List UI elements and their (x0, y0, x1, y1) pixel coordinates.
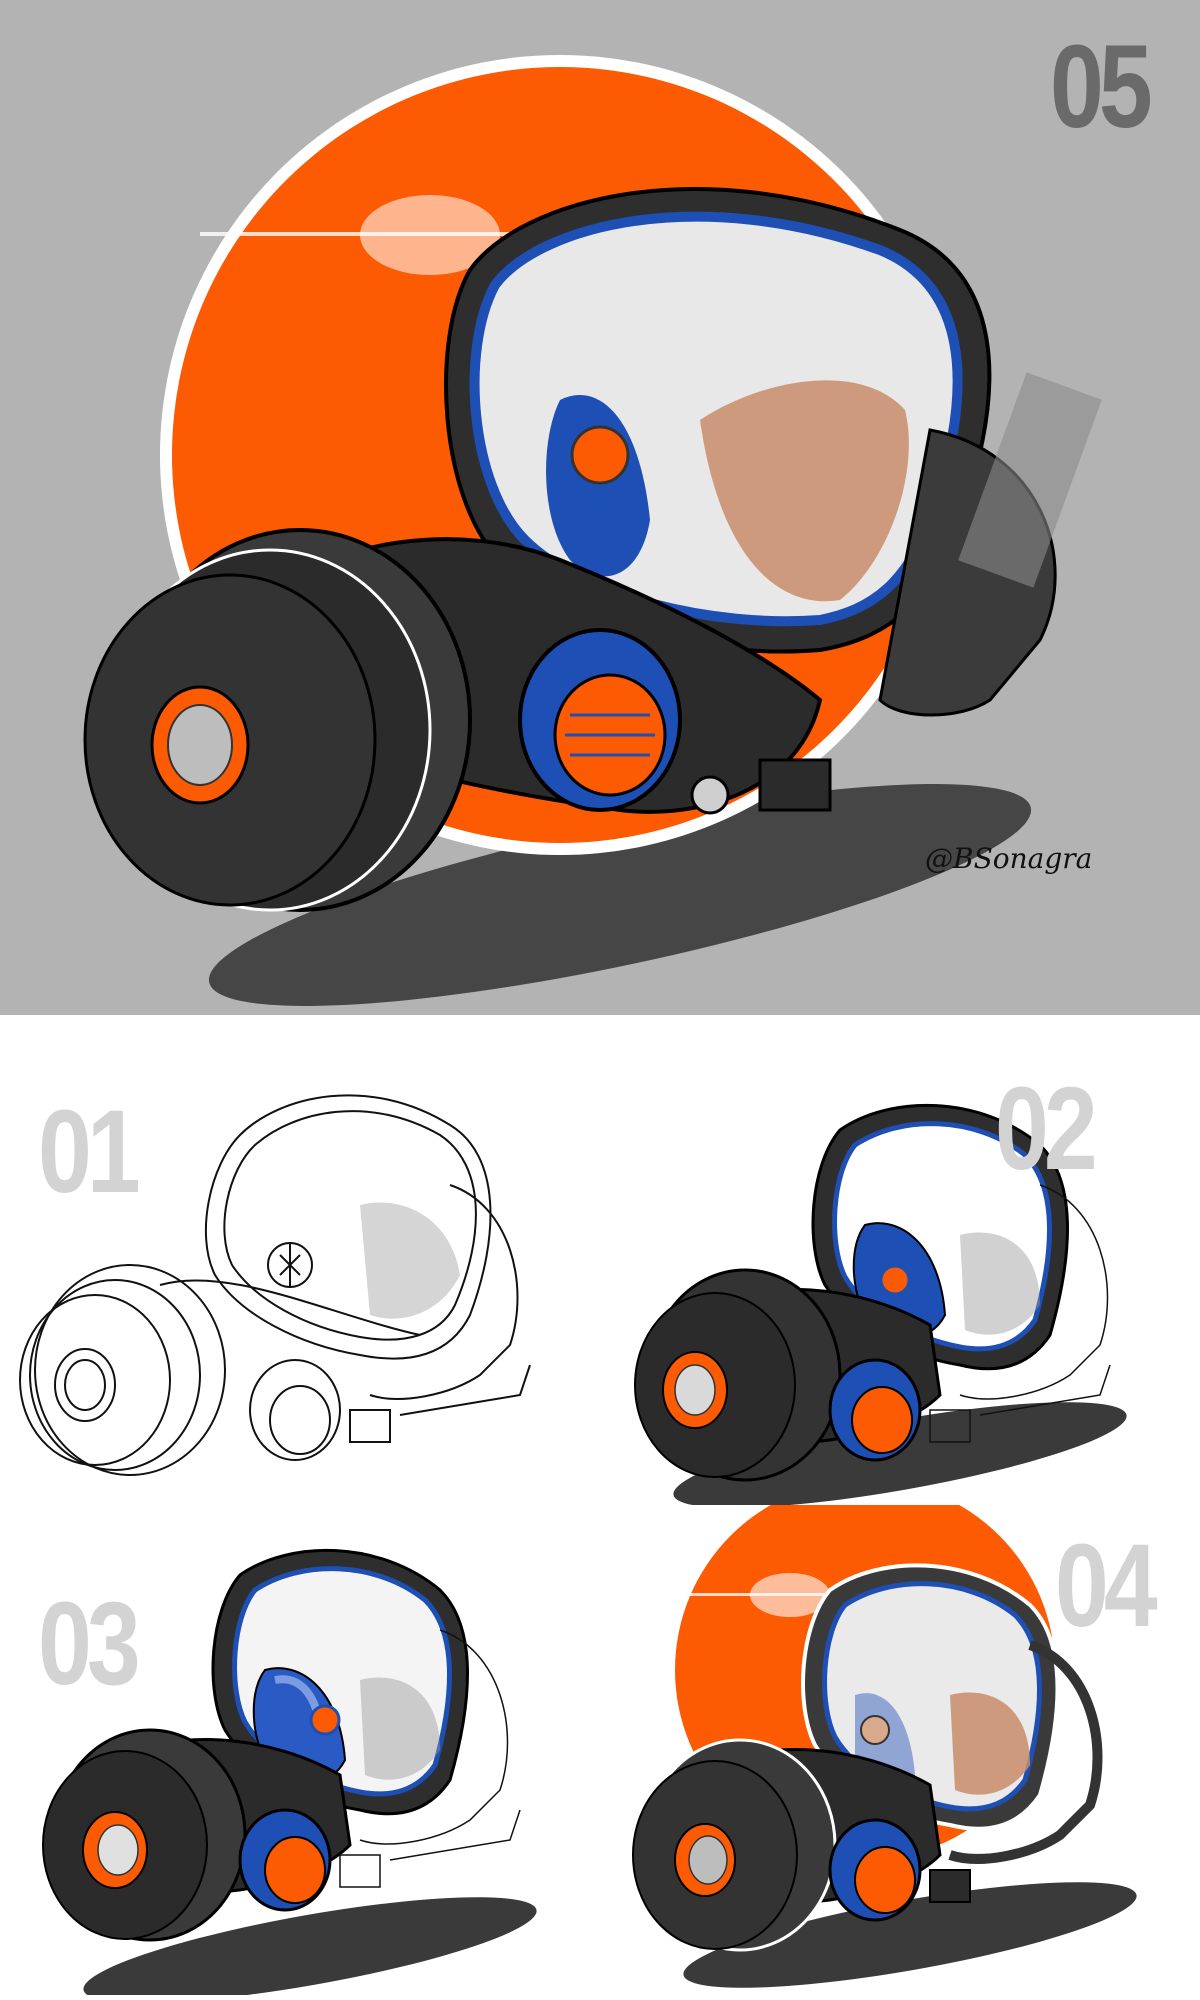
step-panel-03: 03 (0, 1505, 600, 1995)
respirator-flat-colors (634, 1103, 1127, 1505)
step-label-04: 04 (1055, 1520, 1158, 1652)
step-label-01: 01 (38, 1086, 141, 1218)
step-panel-02: 02 (600, 1015, 1200, 1505)
step-panel-04: 04 (600, 1505, 1200, 1995)
step-panel-01: 01 (0, 1015, 600, 1505)
respirator-line-art (19, 1094, 531, 1476)
step-label-03: 03 (38, 1578, 141, 1710)
step-label-02: 02 (995, 1063, 1098, 1195)
step-label-05: 05 (1050, 21, 1153, 153)
hero-panel: 05 @BSonagra (0, 0, 1200, 1015)
respirator-shaded (42, 1548, 537, 1995)
respirator-textured (632, 1505, 1137, 1988)
respirator-illustration-final (83, 55, 1102, 1006)
artist-signature: @BSonagra (925, 842, 1093, 875)
